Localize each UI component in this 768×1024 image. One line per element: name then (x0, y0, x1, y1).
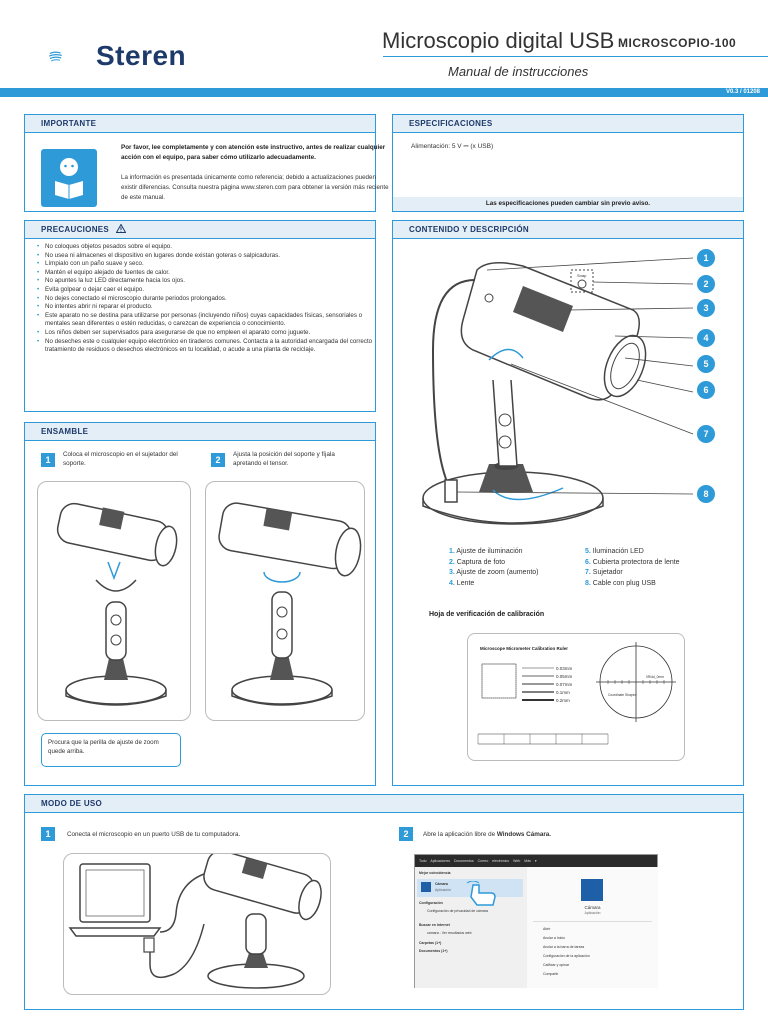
important-bold-text: Por favor, lee completamente y con atenc… (121, 144, 386, 161)
usage-step-1: Conecta el microscopio en un puerto USB … (67, 831, 241, 838)
ruler-title: Microscope Micrometer Calibration Ruler (480, 646, 568, 651)
list-item: Mantén el equipo alejado de fuentes de c… (37, 269, 382, 278)
usage-step-2: Abre la aplicación libre de Windows Cáma… (423, 831, 552, 838)
header-bar (0, 88, 768, 97)
config-label: Configuración (419, 901, 443, 905)
svg-text:0.1mm: 0.1mm (556, 690, 570, 695)
camera-result[interactable]: Cámara Aplicación (417, 879, 523, 897)
spec-footer: Las especificaciones pueden cambiar sin … (393, 197, 743, 211)
action-pin-taskbar[interactable]: Anclar a la barra de tareas (543, 945, 585, 949)
list-item: No intentes abrir ni reparar el producto… (37, 303, 382, 312)
callout-badge: 2 (697, 275, 715, 293)
svg-text:0.05mm: 0.05mm (556, 674, 573, 679)
step-1-badge: 1 (41, 453, 55, 467)
brand-name: Steren (96, 40, 187, 71)
config-item[interactable]: Configuración de privacidad de cámara (427, 909, 488, 913)
steren-logo-icon (49, 51, 62, 62)
calibration-title: Hoja de verificación de calibración (429, 611, 545, 618)
legend-right: 5. Iluminación LED 6. Cubierta protector… (585, 548, 680, 587)
step-2-badge: 2 (211, 453, 225, 467)
panel-heading: ENSAMBLE (25, 423, 375, 441)
callout-badge: 7 (697, 425, 715, 443)
panel-especificaciones: ESPECIFICACIONES Alimentación: 5 V ⎓ (x … (392, 114, 744, 212)
list-item: No coloques objetos pesados sobre el equ… (37, 243, 382, 252)
panel-heading: ESPECIFICACIONES (393, 115, 743, 133)
svg-text:0.2mm: 0.2mm (556, 698, 570, 703)
callout-badge: 6 (697, 381, 715, 399)
svg-text:0.03mm: 0.03mm (556, 666, 573, 671)
document-title: Microscopio digital USB (382, 28, 615, 53)
power-spec: Alimentación: 5 V ⎓ (x USB) (411, 143, 494, 150)
camera-app-icon (581, 879, 603, 901)
list-item: No deseches este o cualquier equipo elec… (37, 338, 382, 355)
callout-badge: 3 (697, 299, 715, 317)
svg-text:Coordinate Shaped: Coordinate Shaped (608, 693, 637, 697)
panel-contenido: CONTENIDO Y DESCRIPCIÓN Snap (392, 220, 744, 786)
usage-illustration (63, 853, 331, 995)
list-item: No usea ni almacenes el dispositivo en l… (37, 252, 382, 261)
action-settings[interactable]: Configuración de la aplicación (543, 954, 590, 958)
action-rate[interactable]: Calificar y opinar (543, 963, 570, 967)
warning-icon (115, 223, 126, 233)
action-pin-start[interactable]: Anclar a Inicio (543, 936, 565, 940)
reading-icon (41, 149, 97, 207)
list-item: No dejes conectado el microscopio durant… (37, 295, 382, 304)
version-label: V0.3 / 01208 (725, 89, 760, 95)
assembly-illustration-1 (37, 481, 191, 721)
app-detail: Cámara Aplicación Abrir Anclar a Inicio … (527, 867, 658, 988)
docs-label[interactable]: Documentos (1+) (419, 949, 448, 953)
list-item: Evita golpear o dejar caer el equipo. (37, 286, 382, 295)
assembly-step-2: Ajusta la posición del soporte y fíjala … (233, 451, 335, 467)
step-1-badge: 1 (41, 827, 55, 841)
zoom-knob-note: Procura que la perilla de ajuste de zoom… (41, 733, 181, 767)
panel-heading: PRECAUCIONES (25, 221, 375, 239)
panel-heading: MODO DE USO (25, 795, 743, 813)
document-subtitle: Manual de instrucciones (448, 64, 589, 79)
step-2-badge: 2 (399, 827, 413, 841)
panel-heading: IMPORTANTE (25, 115, 375, 133)
web-label: Buscar en Internet (419, 923, 450, 927)
list-item: No apuntes la luz LED directamente hacia… (37, 277, 382, 286)
svg-text:0R/dd_0mm: 0R/dd_0mm (646, 675, 664, 679)
panel-precauciones: PRECAUCIONES No coloques objetos pesados… (24, 220, 376, 412)
list-item: Este aparato no se destina para utilizar… (37, 312, 382, 329)
web-item[interactable]: camara - Ver resultados web (427, 931, 472, 935)
folders-label[interactable]: Carpetas (1+) (419, 941, 442, 945)
list-item: Límpialo con un paño suave y seco. (37, 260, 382, 269)
panel-ensamble: ENSAMBLE 1 Coloca el microscopio en el s… (24, 422, 376, 786)
windows-search-panel: Todo Aplicaciones Documentos Correo elec… (414, 854, 658, 988)
list-item: Los niños deben ser supervisados para as… (37, 329, 382, 338)
calibration-sheet: Microscope Micrometer Calibration Ruler … (467, 633, 685, 761)
important-text: La información es presentada únicamente … (121, 174, 389, 201)
callout-badge: 4 (697, 329, 715, 347)
search-results: Mejor coincidencia Cámara Aplicación Con… (415, 867, 527, 988)
callout-badge: 1 (697, 249, 715, 267)
header-divider (383, 56, 768, 57)
assembly-illustration-2 (205, 481, 365, 721)
panel-heading: CONTENIDO Y DESCRIPCIÓN (393, 221, 743, 239)
assembly-step-1: Coloca el microscopio en el sujetador de… (63, 451, 178, 467)
search-tabs[interactable]: Todo Aplicaciones Documentos Correo elec… (415, 855, 657, 867)
callout-badge: 8 (697, 485, 715, 503)
callout-badge: 5 (697, 355, 715, 373)
action-open[interactable]: Abrir (543, 927, 551, 931)
microscope-diagram: Snap (422, 257, 694, 525)
svg-text:0.07mm: 0.07mm (556, 682, 573, 687)
precautions-heading: PRECAUCIONES (41, 225, 110, 234)
best-match-label: Mejor coincidencia (419, 871, 451, 875)
camera-icon (421, 882, 431, 892)
panel-importante: IMPORTANTE Por favor, lee completamente … (24, 114, 389, 212)
pointer-hand-icon (466, 881, 496, 906)
snap-label: Snap (577, 273, 587, 278)
page-header: Steren Microscopio digital USB MICROSCOP… (0, 0, 768, 90)
precautions-list: No coloques objetos pesados sobre el equ… (37, 243, 382, 355)
action-share[interactable]: Compartir (543, 972, 559, 976)
model-number: MICROSCOPIO-100 (618, 36, 737, 50)
legend-left: 1. Ajuste de iluminación 2. Captura de f… (449, 548, 539, 587)
